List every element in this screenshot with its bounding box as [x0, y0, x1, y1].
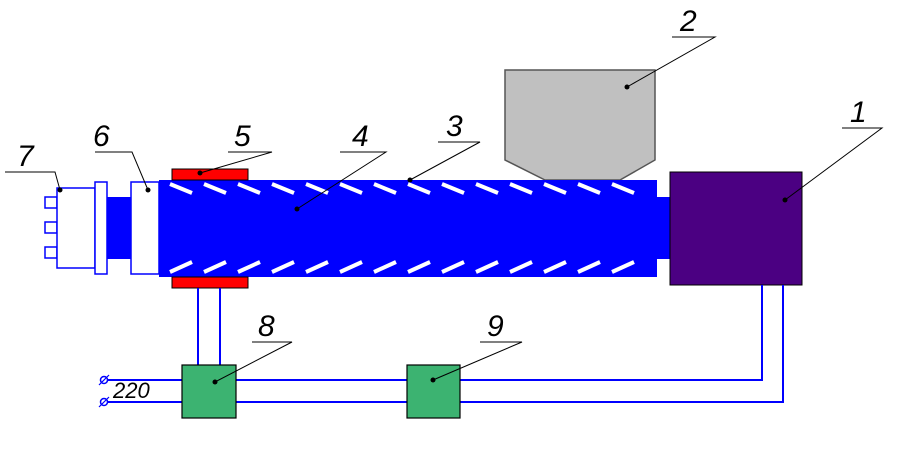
label-hopper: 2: [679, 5, 697, 38]
screw-flight: [611, 182, 635, 195]
leader-lines: [5, 36, 884, 383]
controller-8: [181, 364, 237, 419]
label-motor: 1: [850, 96, 867, 129]
screw-flight: [271, 182, 295, 195]
screw-flight: [237, 260, 261, 274]
screw-flight: [577, 182, 601, 195]
screw-shaft: [655, 197, 671, 259]
screw-flight: [373, 182, 397, 195]
heater-band-top: [171, 168, 249, 181]
screw-flight: [305, 260, 329, 274]
supply-voltage: 220: [112, 378, 150, 403]
label-die: 7: [17, 140, 35, 173]
controller-9: [406, 364, 461, 419]
screw-flights: [169, 182, 635, 274]
die-neck: [107, 197, 131, 259]
label-screw: 4: [352, 120, 369, 153]
screw-flight: [339, 260, 363, 274]
label-adapter: 6: [93, 120, 110, 153]
screw-flight: [203, 182, 227, 195]
hopper: [504, 69, 656, 181]
heater-band-bottom: [171, 276, 249, 289]
screw-flight: [271, 260, 295, 274]
screw-flight: [237, 182, 261, 195]
leader-dots: [57, 84, 788, 385]
screw-flight: [509, 182, 533, 195]
motor: [669, 171, 803, 286]
screw-flight: [475, 260, 499, 274]
screw-flight: [407, 260, 431, 274]
screw-flight: [577, 260, 601, 274]
screw-flight: [407, 182, 431, 195]
label-barrel: 3: [446, 110, 463, 143]
screw-flight: [441, 260, 465, 274]
screw-flight: [169, 260, 193, 274]
label-controller-9: 9: [487, 310, 504, 343]
screw-flight: [509, 260, 533, 274]
screw-flight: [441, 182, 465, 195]
supply-terminals: [98, 374, 110, 408]
screw-flight: [543, 182, 567, 195]
screw-flight: [203, 260, 227, 274]
die-head: [44, 181, 108, 275]
screw-flight: [373, 260, 397, 274]
label-controller-8: 8: [258, 310, 275, 343]
wiring: [107, 285, 784, 403]
label-heater: 5: [234, 120, 251, 153]
screw-flight: [475, 182, 499, 195]
screw-flight: [169, 182, 193, 195]
screw-flight: [543, 260, 567, 274]
screw-flight: [339, 182, 363, 195]
barrel: [159, 180, 657, 277]
adapter: [130, 181, 160, 275]
screw-flight: [611, 260, 635, 274]
